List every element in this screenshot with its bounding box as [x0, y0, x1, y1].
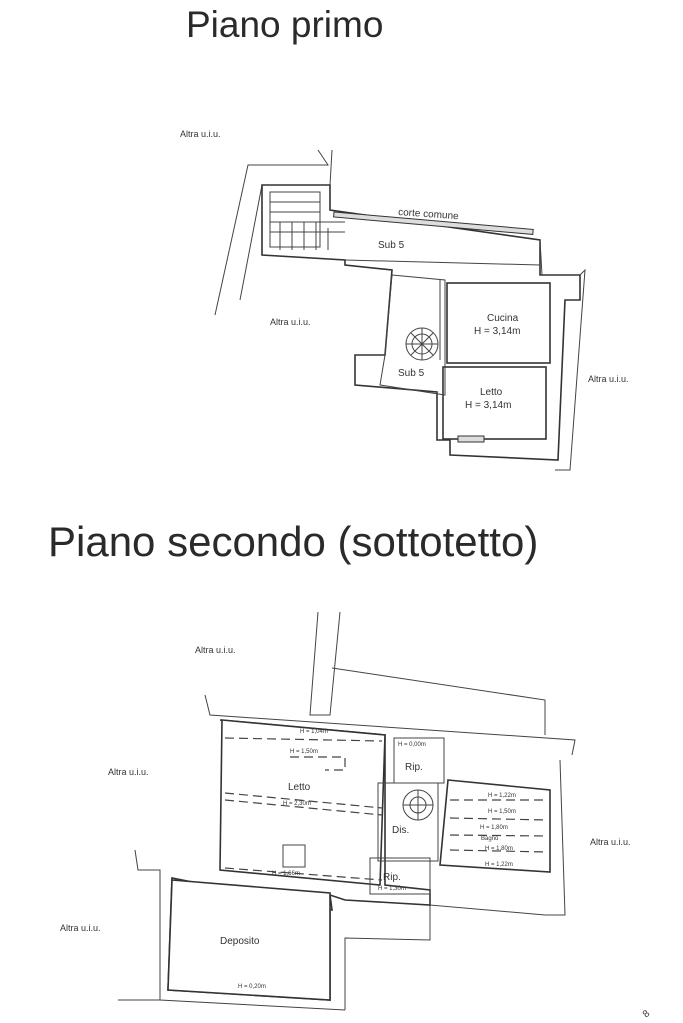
height-label: H = 1,66m: [272, 871, 300, 877]
floor-one-title: Piano primo: [186, 4, 384, 45]
label2-bagno: Bagno: [481, 836, 499, 842]
label2-altra-n: Altra u.i.u.: [195, 645, 236, 655]
floor1-spiral-stair: [405, 327, 439, 361]
label-altra-nw: Altra u.i.u.: [180, 129, 221, 139]
floor2-height-lines: [224, 737, 549, 881]
height-label: H = 1,50m: [290, 749, 318, 755]
height-label: H = 1,04m: [300, 729, 328, 735]
floor2-walls: [118, 611, 576, 1011]
height-label: H = 0,00m: [398, 742, 426, 748]
label2-letto: Letto: [288, 782, 311, 793]
label-cucina-height: H = 3,14m: [474, 326, 520, 337]
height-label: H = 2,30m: [283, 801, 311, 807]
corner-mark: 8: [641, 1008, 653, 1020]
label2-deposito: Deposito: [220, 936, 260, 947]
label2-altra-e: Altra u.i.u.: [590, 837, 631, 847]
label2-altra-w: Altra u.i.u.: [108, 767, 149, 777]
label-corte-comune: corte comune: [398, 207, 460, 222]
height-label: H = 1,50m: [488, 809, 516, 815]
height-label: H = 1,22m: [488, 793, 516, 799]
height-label: H = 0,20m: [238, 984, 266, 990]
label2-rip-1: Rip.: [405, 762, 423, 773]
label-cucina: Cucina: [487, 313, 519, 324]
height-label: H = 1,80m: [480, 825, 508, 831]
label2-rip-2: Rip.: [383, 872, 401, 883]
floor1-rooms: [379, 274, 551, 440]
label-altra-w: Altra u.i.u.: [270, 317, 311, 327]
label-sub5-top: Sub 5: [378, 240, 405, 251]
floor2-spiral-stair: [402, 789, 434, 821]
label2-dis: Dis.: [392, 825, 409, 836]
height-label: H = 1,30m: [378, 886, 406, 892]
floor-two-title: Piano secondo (sottotetto): [48, 518, 539, 565]
label-letto-height: H = 3,14m: [465, 400, 511, 411]
floor1-stairs: [269, 191, 345, 250]
floor2-rooms: [369, 737, 445, 895]
floor1-window: [457, 435, 485, 443]
label-letto: Letto: [480, 387, 503, 398]
label-altra-e: Altra u.i.u.: [588, 374, 629, 384]
height-label: H = 1,22m: [485, 862, 513, 868]
label2-altra-sw: Altra u.i.u.: [60, 923, 101, 933]
height-label: H = 1,80m: [485, 846, 513, 852]
label-sub5-mid: Sub 5: [398, 368, 425, 379]
